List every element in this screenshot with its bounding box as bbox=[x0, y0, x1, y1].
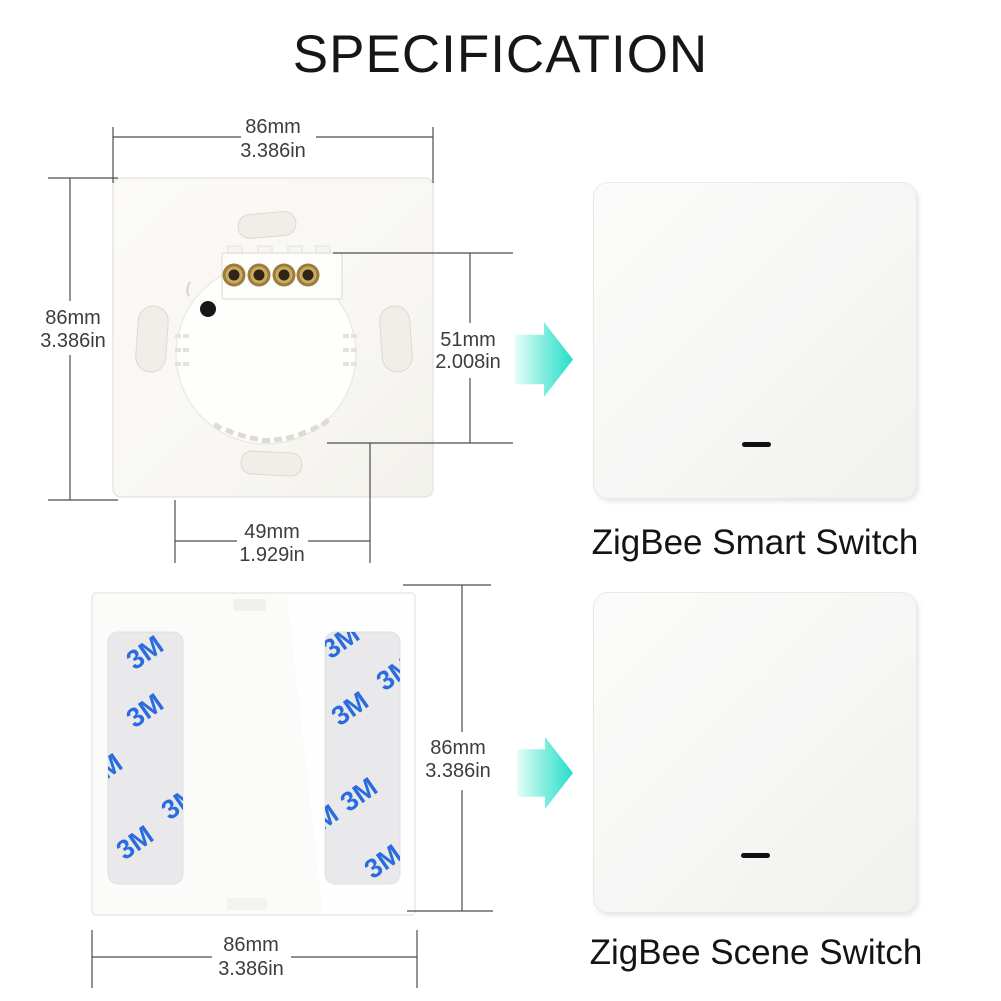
top-notch bbox=[233, 599, 266, 611]
module-notch bbox=[186, 281, 191, 297]
dimension-top-width: 86mm 3.386in bbox=[112, 116, 434, 183]
svg-text:49mm: 49mm bbox=[244, 521, 300, 543]
dimension-adhesive-height: 86mm 3.386in bbox=[403, 584, 493, 912]
switch-rocker-indicator bbox=[741, 853, 770, 858]
scene-switch-front-panel bbox=[593, 592, 917, 913]
svg-text:3.386in: 3.386in bbox=[240, 140, 306, 162]
reset-dot bbox=[200, 301, 216, 317]
page-title: SPECIFICATION bbox=[292, 25, 709, 84]
svg-text:86mm: 86mm bbox=[245, 116, 301, 138]
adhesive-back-view: 3M 3M 3M 3M 3M 3M 3M 3M 3M 3M 3M bbox=[91, 592, 416, 916]
screw-terminals bbox=[222, 263, 320, 287]
bottom-notch bbox=[227, 898, 267, 910]
adhesive-strip-right: 3M 3M 3M 3M 3M 3M bbox=[324, 631, 401, 885]
dimension-adhesive-width: 86mm 3.386in bbox=[91, 930, 418, 988]
back-plate bbox=[112, 177, 434, 498]
terminal-block bbox=[221, 245, 343, 300]
svg-text:2.008in: 2.008in bbox=[435, 351, 501, 373]
mounting-slots bbox=[135, 211, 413, 477]
adhesive-strip-left: 3M 3M 3M 3M 3M bbox=[107, 631, 184, 885]
smart-switch-label: ZigBee Smart Switch bbox=[591, 523, 919, 562]
scene-switch-label: ZigBee Scene Switch bbox=[589, 933, 923, 972]
svg-text:51mm: 51mm bbox=[440, 329, 496, 351]
svg-text:3.386in: 3.386in bbox=[40, 330, 106, 352]
switch-rocker-indicator bbox=[742, 442, 771, 447]
dimension-module-height: 51mm 2.008in bbox=[327, 252, 513, 444]
dimension-left-height: 86mm 3.386in bbox=[40, 177, 118, 501]
smart-switch-front-panel bbox=[593, 182, 917, 499]
svg-text:3.386in: 3.386in bbox=[425, 760, 491, 782]
dimension-module-width: 49mm 1.929in bbox=[174, 443, 371, 566]
vent-slots bbox=[175, 334, 357, 366]
svg-text:1.929in: 1.929in bbox=[239, 544, 305, 566]
svg-text:86mm: 86mm bbox=[45, 307, 101, 329]
svg-text:3.386in: 3.386in bbox=[218, 958, 284, 980]
bottom-vent-arc bbox=[213, 417, 330, 443]
svg-text:86mm: 86mm bbox=[430, 737, 486, 759]
svg-text:86mm: 86mm bbox=[223, 934, 279, 956]
